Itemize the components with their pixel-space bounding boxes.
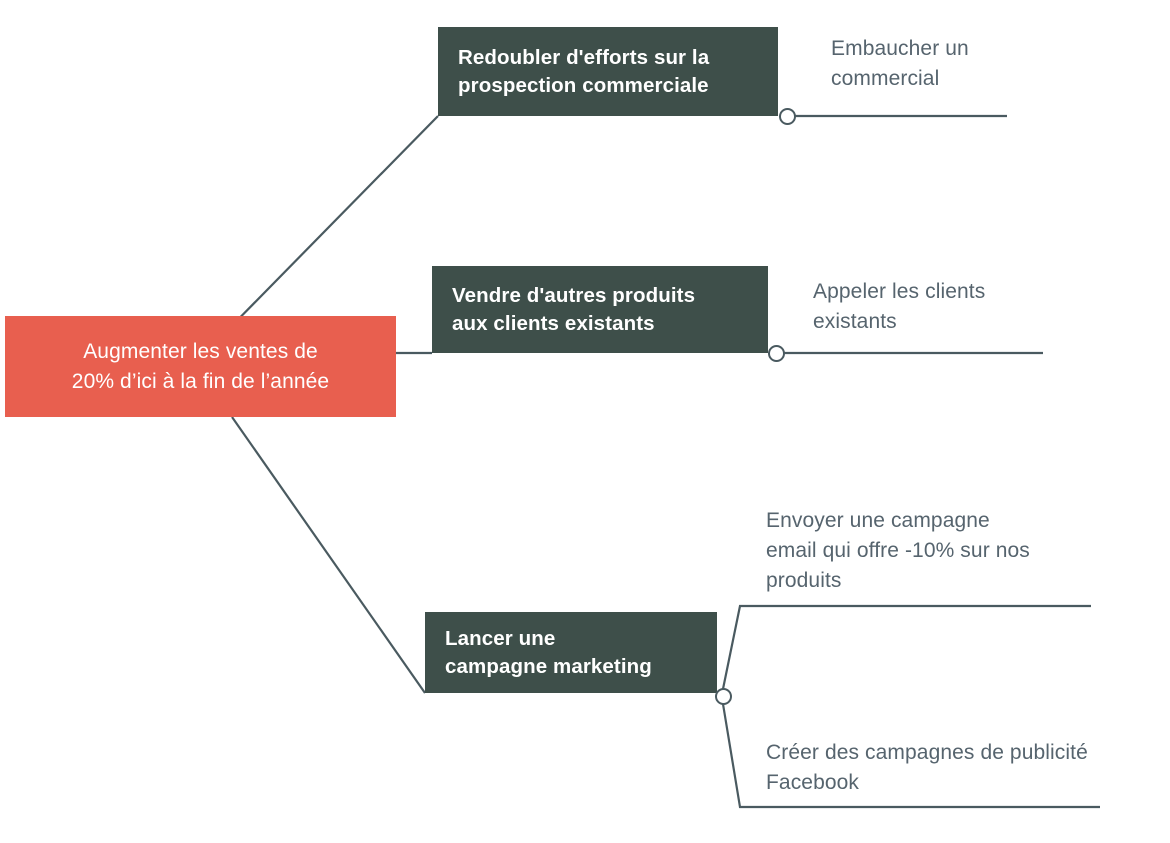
leaf-label-appeler-clients[interactable]: Appeler les clients existants <box>813 277 1053 337</box>
leaf-3-2-line-1: Créer des campagnes de publicité <box>766 741 1088 764</box>
root-goal-node[interactable]: Augmenter les ventes de 20% d’ici à la f… <box>5 316 396 417</box>
leaf-2-1-line-1: Appeler les clients <box>813 280 986 303</box>
connector-knob-branch-3[interactable] <box>715 688 732 705</box>
wire-root-to-branch-1 <box>239 115 439 318</box>
root-goal-line-1: Augmenter les ventes de <box>83 339 318 363</box>
leaf-2-1-line-2: existants <box>813 310 897 334</box>
leaf-label-embaucher-commercial[interactable]: Embaucher un commercial <box>831 34 1061 94</box>
branch-2-line-1: Vendre d'autres produits <box>452 284 696 308</box>
connector-knob-branch-2[interactable] <box>768 345 785 362</box>
leaf-label-campagne-email[interactable]: Envoyer une campagne email qui offre -10… <box>766 506 1086 597</box>
root-goal-line-2: 20% d’ici à la fin de l’année <box>71 369 330 393</box>
wire-root-to-branch-3 <box>231 416 426 694</box>
branch-node-prospection[interactable]: Redoubler d'efforts sur la prospection c… <box>438 27 778 116</box>
leaf-3-1-line-2: email qui offre -10% sur nos <box>766 539 1030 563</box>
connector-knob-branch-1[interactable] <box>779 108 796 125</box>
leaf-3-2-line-2: Facebook <box>766 771 860 795</box>
branch-1-line-1: Redoubler d'efforts sur la <box>458 46 710 70</box>
branch-node-vendre-produits[interactable]: Vendre d'autres produits aux clients exi… <box>432 266 768 353</box>
branch-node-campagne-marketing[interactable]: Lancer une campagne marketing <box>425 612 717 693</box>
branch-1-line-2: prospection commerciale <box>458 73 709 97</box>
leaf-label-publicite-facebook[interactable]: Créer des campagnes de publicité Faceboo… <box>766 738 1116 798</box>
leaf-1-1-line-2: commercial <box>831 67 940 91</box>
leaf-1-1-line-1: Embaucher un <box>831 37 969 60</box>
leaf-3-1-line-1: Envoyer une campagne <box>766 509 990 532</box>
leaf-3-1-line-3: produits <box>766 569 842 593</box>
branch-3-line-1: Lancer une <box>445 627 556 651</box>
wire-branch-3-leaf-1 <box>721 604 1091 690</box>
branch-2-line-2: aux clients existants <box>452 311 655 335</box>
branch-3-line-2: campagne marketing <box>445 654 652 678</box>
